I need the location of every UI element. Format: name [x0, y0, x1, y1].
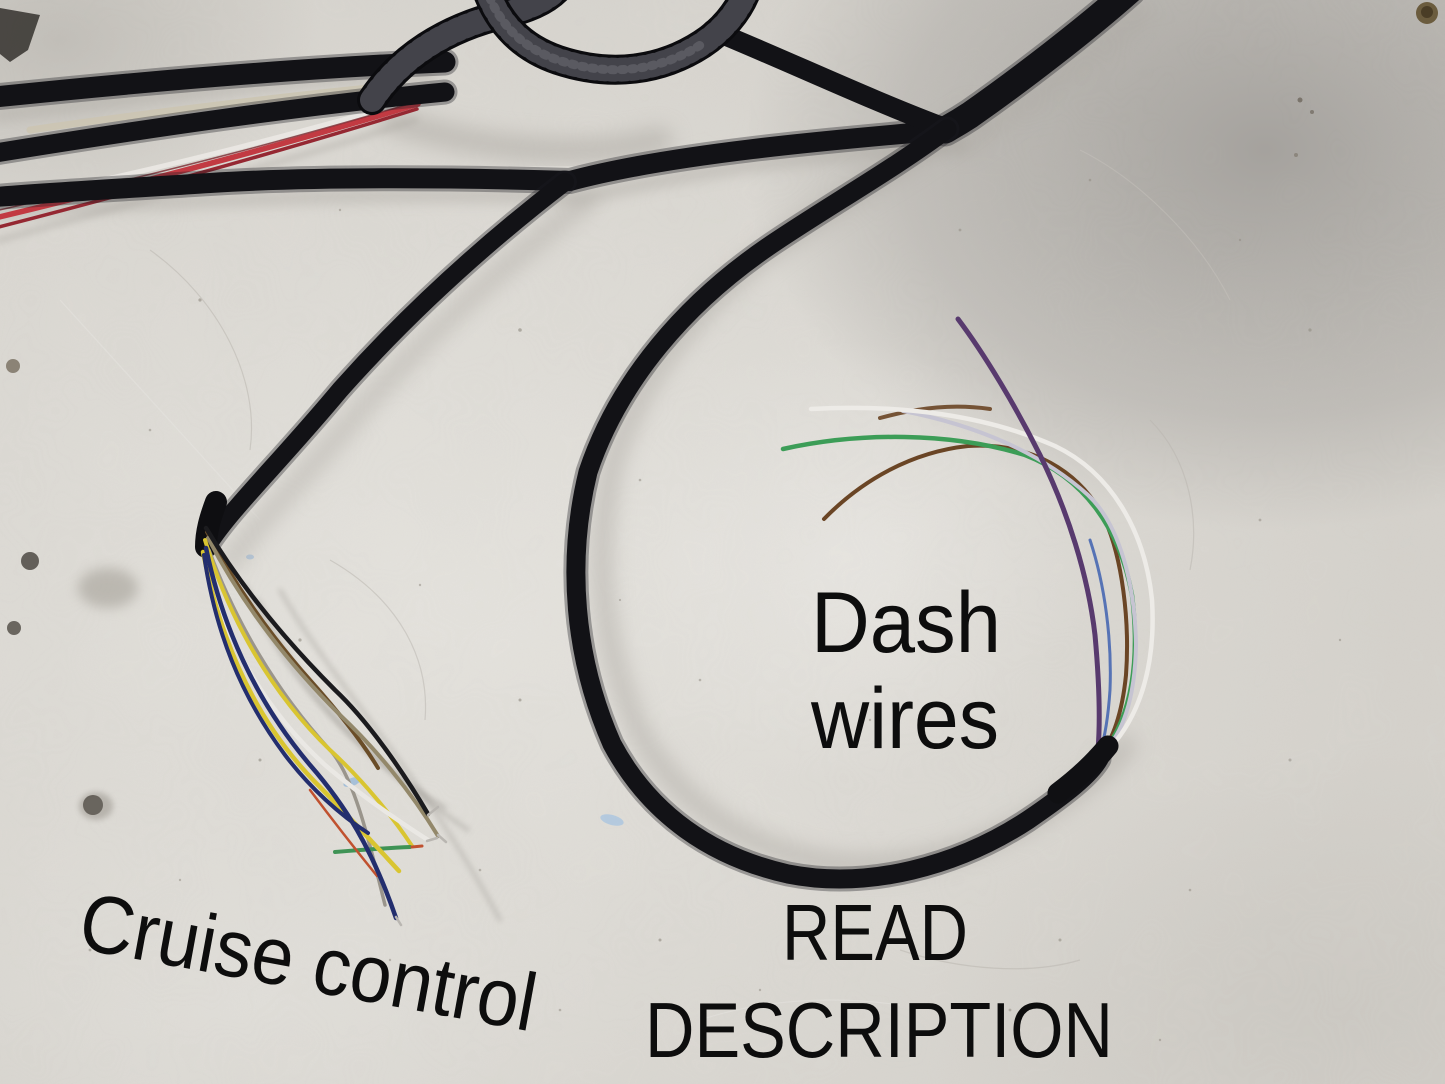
read-description-label-line2: DESCRIPTION: [645, 986, 1113, 1074]
dash-wire-white: [808, 405, 1155, 751]
dash-wrap-end: [1047, 735, 1119, 804]
harness-cable-d-cruise: [199, 173, 574, 554]
cable-c-shadow: [955, 5, 1150, 155]
brown-spot-core: [1421, 6, 1433, 18]
dash-wire-lavender: [901, 409, 1139, 754]
loom-highlight: [485, 0, 707, 75]
cruise-bare-tips: [394, 805, 448, 927]
spot-left-3: [7, 621, 21, 635]
dash-wire-purple: [955, 316, 1102, 753]
spot-left-1: [6, 359, 20, 373]
text-annotations: Dash wires Cruise control READ DESCRIPTI…: [73, 575, 1113, 1074]
harness-loop-dash: [566, 119, 1109, 889]
dash-wire-blue: [1088, 538, 1112, 754]
surface-fibers: [59, 149, 1231, 1021]
dash-wires: [780, 316, 1155, 804]
cruise-wires: [200, 525, 448, 927]
blue-fleck-3: [246, 554, 254, 560]
read-description-label-line1: READ: [782, 888, 968, 977]
loom-tube: [357, 0, 759, 115]
cruise-wire-shadow-2: [256, 598, 470, 832]
dark-red-wire-strand: [0, 107, 419, 229]
loom-shadow: [377, 107, 673, 164]
spot-left-4-halo: [79, 792, 113, 820]
dash-wire-brown-short: [878, 404, 992, 420]
harness-connector: [702, 20, 955, 138]
corner-stain-top-left: [0, 8, 40, 62]
dirt-dot-1: [1297, 97, 1303, 103]
cruise-wire-green: [333, 845, 412, 854]
dirt-dot-3: [1294, 153, 1298, 157]
surface-stains: [0, 2, 1438, 826]
cruise-wire-brown: [205, 530, 380, 770]
cruise-wire-tan: [206, 536, 440, 838]
cruise-wire-black: [203, 525, 431, 817]
cruise-wire-red: [308, 788, 379, 878]
cruise-wire-navy-2: [202, 553, 370, 835]
harness-cable-c1: [0, 120, 957, 207]
surface-speckles: [88, 178, 1342, 1042]
smudge-left: [78, 568, 138, 608]
spot-left-2: [21, 552, 39, 570]
cable-d-shadow: [221, 191, 596, 572]
dash-wires-label-line1: Dash: [811, 575, 1001, 671]
cruise-wire-yellow-1: [200, 549, 402, 874]
blue-fleck-2: [600, 814, 624, 826]
pale-stripe: [26, 84, 372, 134]
dirt-dot-2: [1310, 110, 1314, 114]
cruise-wire-shadow-3: [278, 588, 502, 922]
dash-wires-label-line2: wires: [810, 671, 999, 767]
cruise-wire-navy-1: [203, 545, 399, 921]
